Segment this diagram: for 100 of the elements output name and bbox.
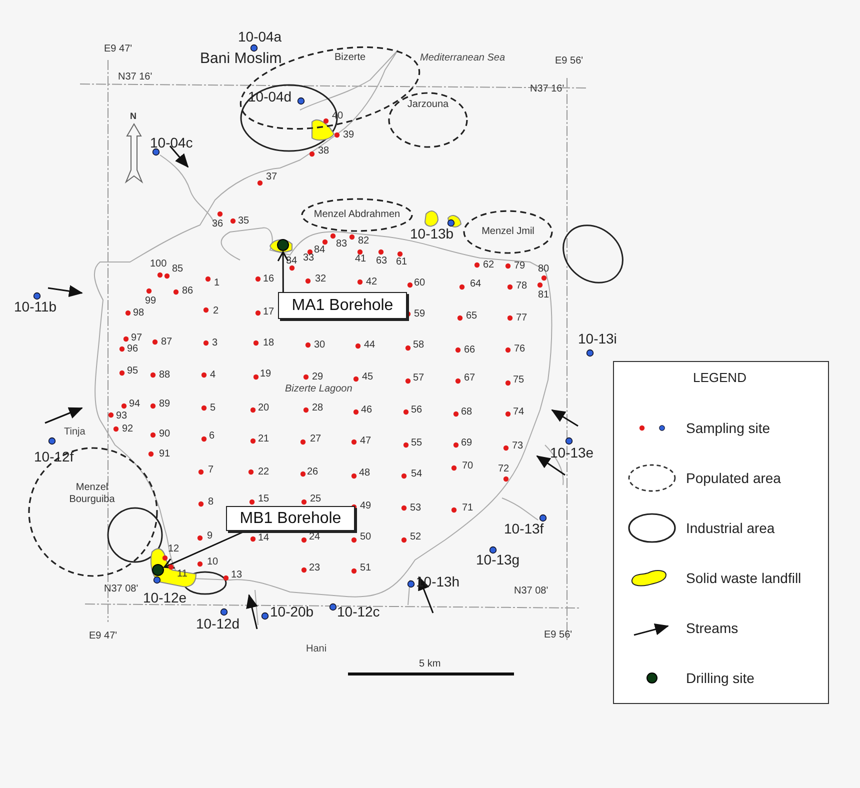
site-number: 65 — [466, 310, 478, 322]
place-name: Menzel Bourguiba — [68, 482, 116, 506]
site-number: 30 — [314, 340, 326, 350]
site-number: 1 — [214, 278, 220, 288]
station-label: 10-13f — [504, 521, 544, 537]
site-number: 14 — [258, 532, 270, 544]
site-number: 9 — [207, 530, 213, 542]
station-label: 10-13g — [476, 552, 520, 568]
site-number: 100 — [150, 258, 167, 270]
site-number: 74 — [513, 406, 524, 418]
site-number: 78 — [516, 280, 528, 292]
site-number: 66 — [464, 344, 476, 356]
station-label: 10-04c — [150, 135, 193, 151]
site-number: 94 — [129, 398, 140, 410]
site-number: 81 — [538, 290, 550, 300]
site-number: 15 — [258, 494, 270, 504]
legend-title: LEGEND — [693, 370, 746, 386]
station-label: 10-04a — [238, 29, 282, 45]
site-number: 7 — [208, 464, 214, 476]
site-number: 18 — [263, 338, 274, 348]
coordinate-label: N37 16' — [118, 72, 152, 82]
site-number: 44 — [364, 340, 376, 350]
site-number: 75 — [513, 374, 524, 386]
site-number: 28 — [312, 402, 324, 414]
place-name: Hani — [306, 644, 327, 654]
site-number: 26 — [307, 466, 318, 478]
site-number: 52 — [410, 532, 422, 542]
site-number: 37 — [266, 172, 278, 182]
station-label: 10-13e — [550, 445, 594, 461]
site-number: 83 — [336, 238, 348, 250]
station-label: 10-20b — [270, 604, 314, 620]
site-number: 46 — [361, 404, 372, 416]
site-number: 13 — [231, 570, 242, 580]
site-number: 80 — [538, 264, 550, 274]
site-number: 82 — [358, 236, 370, 246]
coordinate-label: E9 47' — [89, 630, 118, 642]
site-number: 63 — [376, 256, 388, 266]
site-number: 89 — [159, 398, 170, 410]
site-number: 55 — [411, 438, 422, 448]
site-number: 77 — [516, 312, 528, 324]
station-label: 10-12f — [34, 449, 74, 465]
site-number: 73 — [512, 440, 524, 452]
site-number: 16 — [263, 274, 274, 284]
site-number: 2 — [213, 306, 219, 316]
site-number: 90 — [159, 428, 170, 440]
coordinate-label: N37 08' — [104, 584, 138, 594]
site-number: 42 — [366, 276, 378, 288]
legend-label: Streams — [686, 620, 738, 636]
legend-label: Industrial area — [686, 520, 775, 536]
site-number: 11 — [177, 568, 188, 580]
site-number: 10 — [207, 556, 218, 568]
place-name: Jarzouna — [407, 99, 449, 111]
site-number: 32 — [315, 274, 326, 284]
site-number: 70 — [462, 460, 474, 472]
site-number: 50 — [360, 532, 372, 542]
station-label: 10-13b — [410, 226, 454, 242]
coordinate-label: E9 47' — [104, 44, 132, 54]
site-number: 87 — [161, 336, 172, 348]
legend-label: Drilling site — [686, 670, 754, 686]
site-number: 85 — [172, 264, 184, 274]
site-number: 88 — [159, 370, 170, 380]
site-number: 64 — [470, 278, 482, 290]
site-number: 49 — [360, 500, 372, 512]
site-number: 29 — [312, 372, 324, 382]
place-name: Tinja — [64, 426, 86, 438]
site-number: 68 — [461, 406, 472, 418]
place-name: Menzel Abdrahmen — [314, 209, 400, 221]
site-number: 51 — [360, 562, 372, 574]
site-number: 24 — [309, 532, 320, 542]
callout-box: MA1 Borehole — [278, 292, 407, 319]
site-number: 3 — [212, 338, 218, 348]
site-number: 25 — [310, 494, 322, 504]
sea-name: Mediterranean Sea — [420, 52, 506, 64]
place-name: Bani Moslim — [200, 50, 282, 68]
site-number: 62 — [483, 260, 494, 270]
site-number: 79 — [514, 260, 526, 272]
station-label: 10-13i — [578, 331, 617, 347]
place-name: Bizerte — [334, 52, 366, 64]
coordinate-label: E9 56' — [544, 630, 572, 640]
coordinate-label: N37 08' — [514, 586, 548, 596]
site-number: 48 — [359, 468, 370, 478]
site-number: 23 — [309, 562, 320, 574]
site-number: 45 — [362, 372, 374, 382]
site-number: 20 — [258, 402, 270, 414]
site-number: 76 — [514, 344, 526, 354]
site-number: 67 — [464, 372, 476, 384]
site-number: 21 — [258, 434, 270, 444]
callout-box: MB1 Borehole — [226, 506, 355, 531]
site-number: 27 — [310, 434, 322, 444]
site-number: 71 — [462, 502, 474, 514]
site-number: 6 — [209, 430, 215, 442]
site-number: 22 — [258, 466, 270, 478]
site-number: 69 — [461, 438, 472, 448]
site-number: 19 — [260, 368, 272, 380]
site-number: 53 — [410, 502, 422, 514]
place-name: Menzel Jmil — [482, 226, 534, 238]
station-label: 10-12d — [196, 616, 240, 632]
site-number: 17 — [263, 306, 274, 318]
site-number: 86 — [182, 286, 194, 296]
north-label: N — [130, 112, 136, 122]
